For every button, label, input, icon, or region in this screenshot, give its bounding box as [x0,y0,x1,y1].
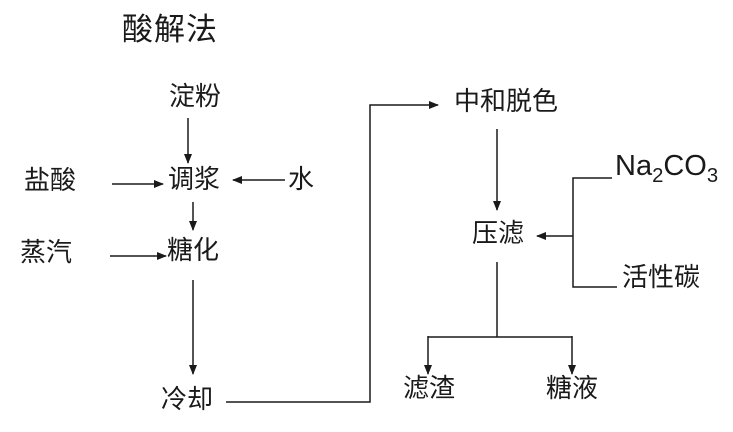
na2co3-sub2: 3 [706,164,719,187]
node-cooling: 冷却 [161,385,214,414]
diagram-title: 酸解法 [122,12,218,47]
node-press-filtration: 压滤 [472,219,525,248]
node-activated-carbon: 活性碳 [622,263,701,292]
na2co3-part1: Na [615,150,653,182]
node-slurry-mixing: 调浆 [168,165,221,194]
node-starch: 淀粉 [169,82,222,111]
node-steam: 蒸汽 [20,238,73,267]
node-filter-residue: 滤渣 [403,374,456,403]
bracket-reagents [572,177,617,288]
na2co3-part2: CO [663,150,707,182]
node-sugar-liquid: 糖液 [546,374,599,403]
node-neutralize-decolor: 中和脱色 [454,87,559,116]
na2co3-sub1: 2 [652,164,664,187]
node-water: 水 [288,165,315,194]
node-saccharification: 糖化 [167,236,220,265]
node-hydrochloric-acid: 盐酸 [24,166,77,195]
node-na2co3: Na2CO3 [615,150,718,186]
arrow-cooling-to-neutralize [226,101,439,403]
